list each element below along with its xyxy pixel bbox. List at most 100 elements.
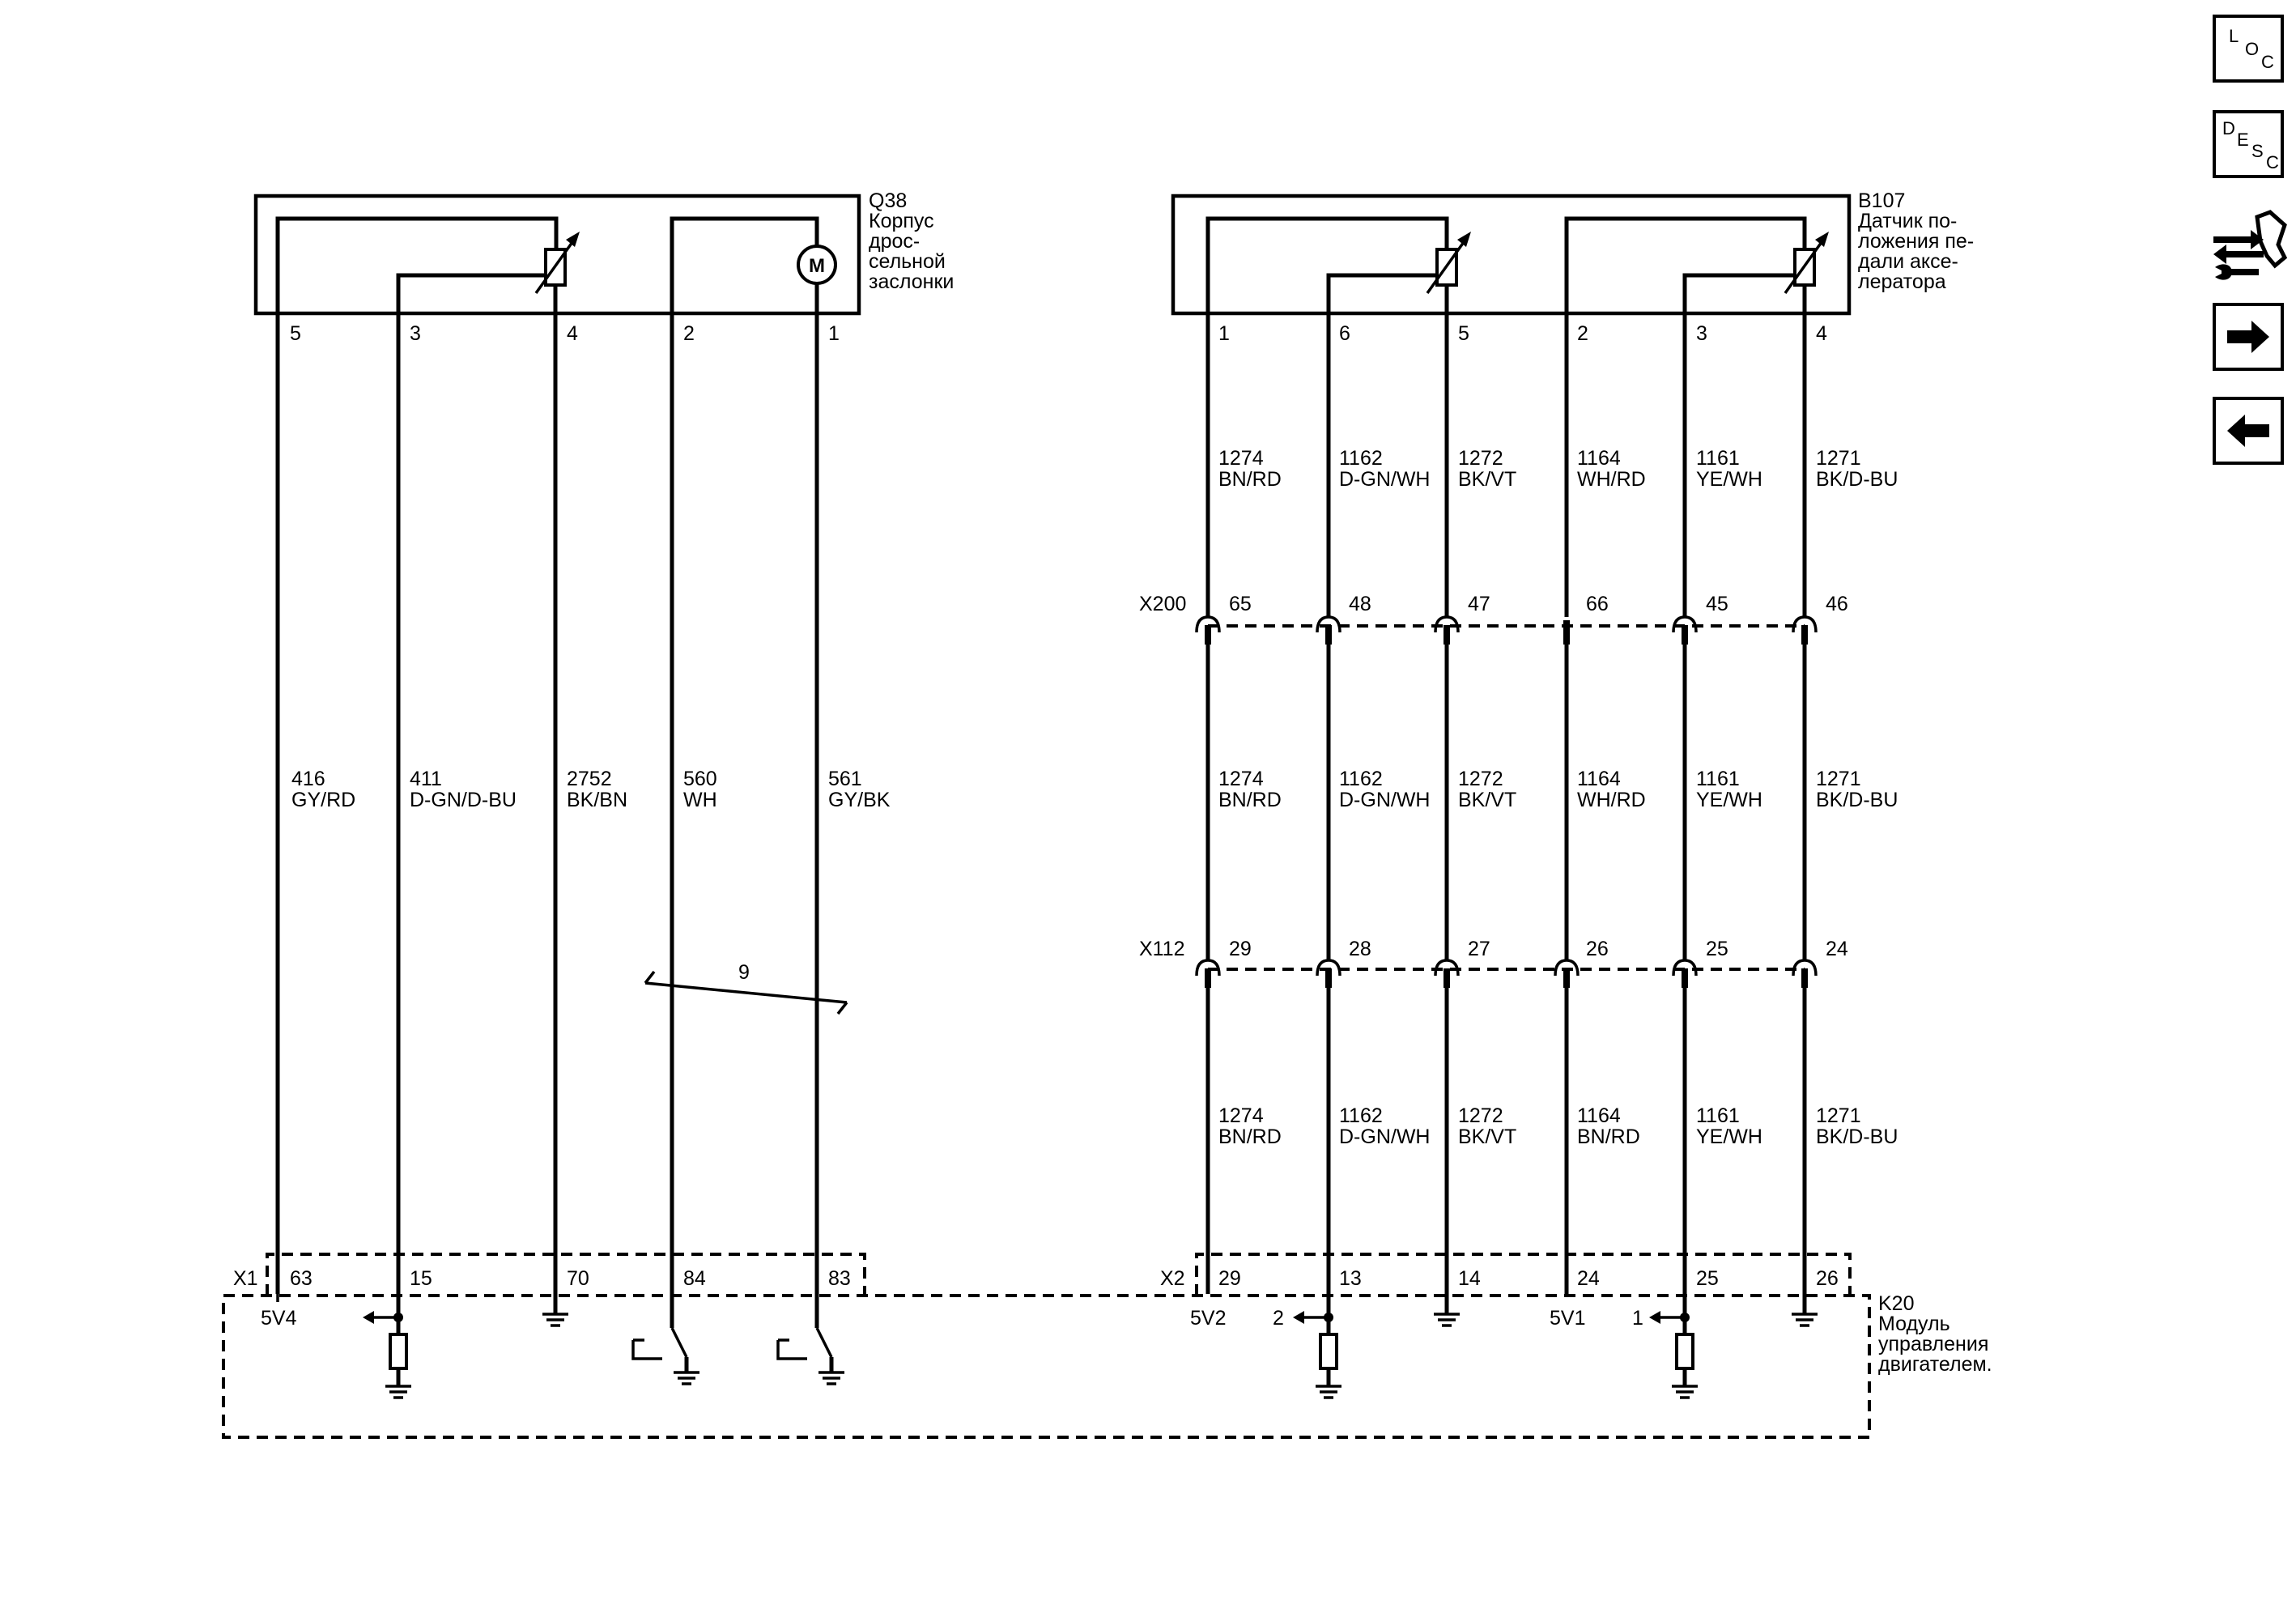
diagram-label: 1164 — [1577, 447, 1621, 470]
diagram-label: YE/WH — [1696, 789, 1762, 811]
arrow-mark — [363, 1311, 374, 1324]
ref-5v4-label: 5V4 — [261, 1307, 297, 1330]
symbol-shape — [1675, 1333, 1694, 1370]
ref-5v1-label: 5V1 — [1550, 1307, 1585, 1330]
q38-sensor-loop — [275, 216, 559, 313]
diagram-label: BK/D-BU — [1816, 789, 1898, 811]
x1-dashed-outline — [266, 1253, 866, 1296]
connector-mark — [1554, 959, 1580, 977]
twisted-pair-marker: 9 — [644, 961, 848, 1015]
symbol-shape — [1205, 968, 1211, 988]
b107-desc-line: дали аксе- — [1858, 250, 1958, 273]
b107-desc-line: лератора — [1858, 270, 1946, 293]
ref-5v2-label: 5V2 — [1190, 1307, 1226, 1330]
diagram-label: BN/RD — [1218, 789, 1282, 811]
b107-desc-line: ложения пе- — [1858, 230, 1974, 253]
q38-potentiometer-arrow — [534, 235, 578, 295]
pulldown-resistor-x2-25 — [1649, 1311, 1698, 1399]
b107-component: B107 Датчик по- ложения пе- дали аксе- л… — [1171, 189, 1974, 316]
desc-button[interactable]: D E S C — [2213, 110, 2284, 178]
motor-icon: M — [797, 245, 837, 285]
x2-pin: 26 — [1816, 1267, 1839, 1290]
symbol-shape — [1444, 968, 1450, 988]
diagram-label: WH/RD — [1577, 789, 1646, 811]
wire-segment — [815, 1327, 833, 1358]
wire-segment — [776, 1340, 807, 1360]
b107-wires-middle — [1205, 636, 1807, 960]
arrow-mark — [1815, 232, 1829, 247]
wire-circuit-label: 416 — [291, 768, 325, 790]
connector-mark — [1672, 615, 1698, 633]
diagram-label: D-GN/WH — [1339, 468, 1430, 491]
diagram-label: BK/VT — [1458, 789, 1516, 811]
diagram-label: 1161 — [1696, 768, 1740, 790]
symbol-shape — [1205, 625, 1211, 645]
diagram-label: 1274 — [1218, 1104, 1264, 1127]
connector-wrench-button[interactable] — [2210, 209, 2288, 280]
diagram-label: BN/RD — [1218, 1126, 1282, 1148]
b107-pin: 3 — [1696, 322, 1707, 345]
next-button[interactable] — [2213, 303, 2284, 371]
x112-pin: 25 — [1706, 938, 1728, 960]
pulldown-resistor-x1-15 — [363, 1311, 411, 1399]
q38-motor-loop — [670, 216, 819, 313]
diagram-label: BN/RD — [1218, 468, 1282, 491]
x1-connector: X1 63 15 70 84 83 — [233, 1253, 866, 1296]
diagram-label: YE/WH — [1696, 1126, 1762, 1148]
diagram-label: D-GN/WH — [1339, 789, 1430, 811]
arrow-right-icon — [2227, 321, 2269, 353]
diagram-label: 1162 — [1339, 447, 1383, 470]
diagram-label: BK/D-BU — [1816, 1126, 1898, 1148]
symbol-shape — [389, 1333, 408, 1370]
x1-pin: 15 — [410, 1267, 432, 1290]
diagram-label: D-GN/WH — [1339, 1126, 1430, 1148]
ground-symbol-x2-14 — [1434, 1294, 1460, 1327]
b107-sensor1-wiper — [1326, 273, 1437, 313]
q38-sensor-wiper — [396, 273, 546, 313]
wire-circuit-label: 411 — [410, 768, 442, 790]
diagram-label: WH/RD — [1577, 468, 1646, 491]
q38-wire-labels: 416 GY/RD 411 D-GN/D-BU 2752 BK/BN 560 W… — [291, 768, 891, 811]
q38-pin: 3 — [410, 322, 421, 345]
k20-desc-line: управления — [1878, 1333, 1988, 1355]
x2-pin: 29 — [1218, 1267, 1241, 1290]
q38-ref: Q38 — [869, 189, 907, 212]
b107-desc-line: Датчик по- — [1858, 210, 1957, 232]
connector-wrench-icon — [2213, 210, 2288, 280]
back-button[interactable] — [2213, 397, 2284, 465]
q38-pin: 4 — [567, 322, 578, 345]
diagram-label: 1161 — [1696, 1104, 1740, 1127]
connector-mark — [1195, 615, 1221, 633]
q38-arrow-head — [566, 232, 580, 247]
arrow-mark — [1649, 1311, 1660, 1324]
x1-pin: 83 — [828, 1267, 851, 1290]
diagram-label: 1272 — [1458, 447, 1503, 470]
x2-pin: 24 — [1577, 1267, 1600, 1290]
wire-circuit-label: 560 — [683, 768, 717, 790]
x2-connector: X2 29 13 14 24 25 26 — [1160, 1253, 1852, 1296]
arrow-left-icon — [2227, 415, 2269, 447]
twist-label: 9 — [738, 961, 750, 984]
pulldown-resistor-x2-13 — [1293, 1311, 1341, 1399]
x200-pin: 46 — [1826, 593, 1848, 615]
connector-mark — [1434, 615, 1460, 633]
symbol-shape — [1325, 625, 1332, 645]
driver-switch-x1-84 — [631, 1294, 699, 1385]
x112-pin: 28 — [1349, 938, 1371, 960]
wire-color-label: GY/BK — [828, 789, 891, 811]
ground-symbol-x2-26 — [1792, 1294, 1818, 1327]
x2-pin: 25 — [1696, 1267, 1719, 1290]
motor-symbol: M — [809, 255, 825, 277]
connector-mark — [1316, 615, 1341, 633]
q38-pin: 1 — [828, 322, 840, 345]
x2-pin: 13 — [1339, 1267, 1362, 1290]
diagram-label: 1272 — [1458, 768, 1503, 790]
b107-wires-bottom — [1205, 979, 1807, 1317]
x1-pin: 63 — [290, 1267, 313, 1290]
wire-color-label: BK/BN — [567, 789, 627, 811]
b107-wire-labels-middle: 1274 BN/RD 1162 D-GN/WH 1272 BK/VT 1164 … — [1218, 768, 1898, 811]
loc-button[interactable]: L O C — [2213, 15, 2284, 83]
x2-dashed-outline — [1195, 1253, 1852, 1296]
diagram-label: 1162 — [1339, 768, 1383, 790]
